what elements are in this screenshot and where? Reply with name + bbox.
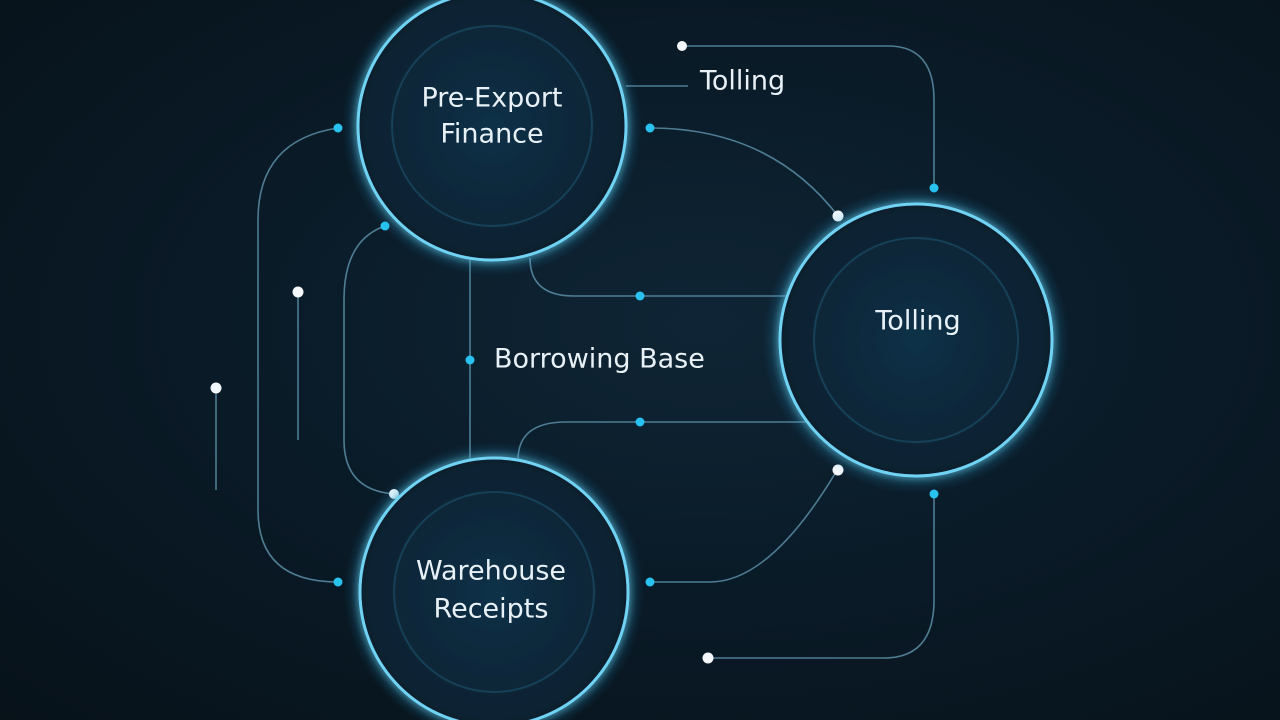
node-label-line: Pre-Export bbox=[421, 83, 562, 114]
dot bbox=[677, 41, 687, 51]
node-tolling: Tolling bbox=[763, 187, 1069, 493]
dot bbox=[465, 355, 475, 365]
connector-left-outer bbox=[257, 127, 339, 583]
node-label-line: Finance bbox=[440, 119, 543, 150]
node-label-line: Warehouse bbox=[416, 556, 566, 587]
node-label-line: Receipts bbox=[434, 594, 549, 625]
connector-bottom-right bbox=[708, 494, 935, 659]
dot bbox=[333, 123, 343, 133]
connector-left-inner bbox=[343, 225, 395, 495]
node-pre-export-finance: Pre-Export Finance bbox=[342, 0, 642, 276]
dot bbox=[635, 417, 645, 427]
dot bbox=[645, 123, 655, 133]
dot bbox=[702, 652, 714, 664]
connector-top-right bbox=[682, 45, 935, 188]
dot bbox=[292, 286, 304, 298]
dot bbox=[635, 291, 645, 301]
dot bbox=[210, 382, 222, 394]
dot bbox=[645, 577, 655, 587]
connector-mid-lower bbox=[517, 421, 808, 461]
connector-tolling-to-warehouse bbox=[650, 471, 837, 583]
node-warehouse-receipts: Warehouse Receipts bbox=[344, 442, 644, 720]
borrowing-base-label: Borrowing Base bbox=[494, 344, 705, 375]
node-label-line: Tolling bbox=[874, 306, 960, 337]
dot bbox=[333, 577, 343, 587]
connector-finance-to-tolling bbox=[649, 127, 839, 217]
connector-mid-upper bbox=[529, 257, 786, 297]
tolling-annotation-label: Tolling bbox=[699, 66, 785, 97]
